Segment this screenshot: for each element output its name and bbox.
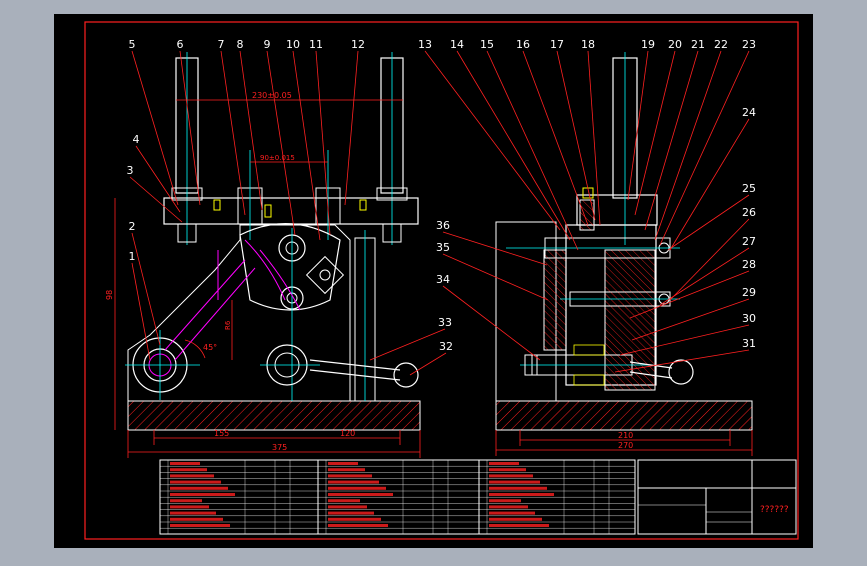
balloon-leader-36: [442, 231, 548, 266]
balloon-26: 26: [742, 206, 756, 219]
balloon-27: 27: [742, 235, 756, 248]
balloon-28: 28: [742, 258, 756, 271]
front-base-plate: [127, 400, 421, 431]
balloon-29: 29: [742, 286, 756, 299]
balloon-36: 36: [436, 219, 450, 232]
balloon-leader-6: [179, 50, 201, 206]
balloon-leader-4: [135, 145, 181, 213]
front-dim-top-span: 230±0.05: [252, 91, 292, 100]
balloon-22: 22: [714, 38, 728, 51]
balloon-4: 4: [133, 133, 140, 146]
balloon-leader-16: [522, 50, 589, 226]
balloon-23: 23: [742, 38, 756, 51]
balloon-31: 31: [742, 337, 756, 350]
balloon-9: 9: [264, 38, 271, 51]
front-dim-small-vertical: R6: [224, 320, 232, 330]
balloon-leader-22: [654, 50, 722, 241]
side-base-plate: [495, 400, 753, 431]
front-body-outline: [127, 224, 351, 401]
balloon-14: 14: [450, 38, 464, 51]
balloon-leader-30: [619, 324, 750, 356]
front-handle: [309, 359, 401, 371]
balloon-12: 12: [351, 38, 365, 51]
balloon-leader-7: [220, 50, 246, 216]
side-dim-bottom-inner: 210: [618, 431, 633, 440]
balloon-leader-14: [456, 50, 571, 241]
balloon-11: 11: [309, 38, 323, 51]
balloon-18: 18: [581, 38, 595, 51]
balloon-leader-27: [659, 247, 750, 306]
title-block: ??????: [637, 459, 797, 535]
balloon-leader-5: [131, 50, 179, 206]
balloon-10: 10: [286, 38, 300, 51]
balloon-leader-19: [627, 50, 649, 201]
balloon-19: 19: [641, 38, 655, 51]
balloon-leader-23: [659, 50, 750, 246]
side-dim-bottom-total: 270: [618, 441, 633, 450]
balloon-leader-21: [644, 50, 699, 231]
balloon-leader-33: [369, 328, 446, 361]
balloon-8: 8: [237, 38, 244, 51]
front-dim-bottom-right: 120: [340, 429, 355, 438]
front-cam-plate: [239, 223, 341, 311]
balloon-leader-28: [629, 270, 750, 319]
drawing-border: [84, 21, 799, 540]
drawing-name: ??????: [760, 505, 789, 515]
balloon-3: 3: [127, 164, 134, 177]
front-dim-height: 98: [105, 290, 114, 300]
balloon-leader-29: [631, 298, 750, 341]
balloon-leader-25: [667, 194, 750, 251]
front-view: 230±0.05 90±0.015 98 R6 45° 155 120 375: [105, 52, 421, 458]
balloon-35: 35: [436, 241, 450, 254]
front-dim-bottom-left: 155: [214, 429, 229, 438]
balloon-leader-8: [239, 50, 263, 211]
balloon-17: 17: [550, 38, 564, 51]
balloon-15: 15: [480, 38, 494, 51]
balloon-7: 7: [218, 38, 225, 51]
balloon-6: 6: [177, 38, 184, 51]
balloon-20: 20: [668, 38, 682, 51]
balloon-30: 30: [742, 312, 756, 325]
balloon-leader-31: [614, 349, 750, 373]
balloon-leader-24: [669, 118, 750, 251]
balloon-leader-17: [556, 50, 596, 221]
balloon-leader-12: [344, 50, 359, 206]
drawing-sheet: [54, 14, 813, 548]
balloon-34: 34: [436, 273, 450, 286]
balloon-leader-32: [409, 352, 447, 376]
balloon-leader-3: [129, 176, 183, 223]
balloon-leader-13: [424, 50, 561, 231]
balloon-leader-18: [587, 50, 601, 226]
balloon-leader-2: [131, 232, 161, 346]
balloon-24: 24: [742, 106, 756, 119]
balloon-25: 25: [742, 182, 756, 195]
balloon-leader-35: [442, 253, 549, 301]
front-dim-bottom-total: 375: [272, 443, 287, 452]
balloon-leader-20: [634, 50, 676, 216]
balloon-21: 21: [691, 38, 705, 51]
balloon-32: 32: [439, 340, 453, 353]
front-dim-angle: 45°: [203, 343, 217, 352]
balloon-leader-10: [292, 50, 321, 241]
balloon-1: 1: [129, 250, 136, 263]
balloon-leader-11: [315, 50, 331, 236]
balloon-leader-1: [131, 262, 151, 361]
balloon-13: 13: [418, 38, 432, 51]
parts-list: [159, 459, 636, 535]
balloon-5: 5: [129, 38, 136, 51]
balloon-leader-26: [669, 218, 750, 301]
front-dim-inner-span: 90±0.015: [260, 154, 295, 162]
balloon-leader-15: [486, 50, 579, 251]
balloon-33: 33: [438, 316, 452, 329]
balloon-2: 2: [129, 220, 136, 233]
balloon-leader-34: [442, 285, 541, 361]
balloon-leader-9: [266, 50, 296, 236]
balloon-16: 16: [516, 38, 530, 51]
